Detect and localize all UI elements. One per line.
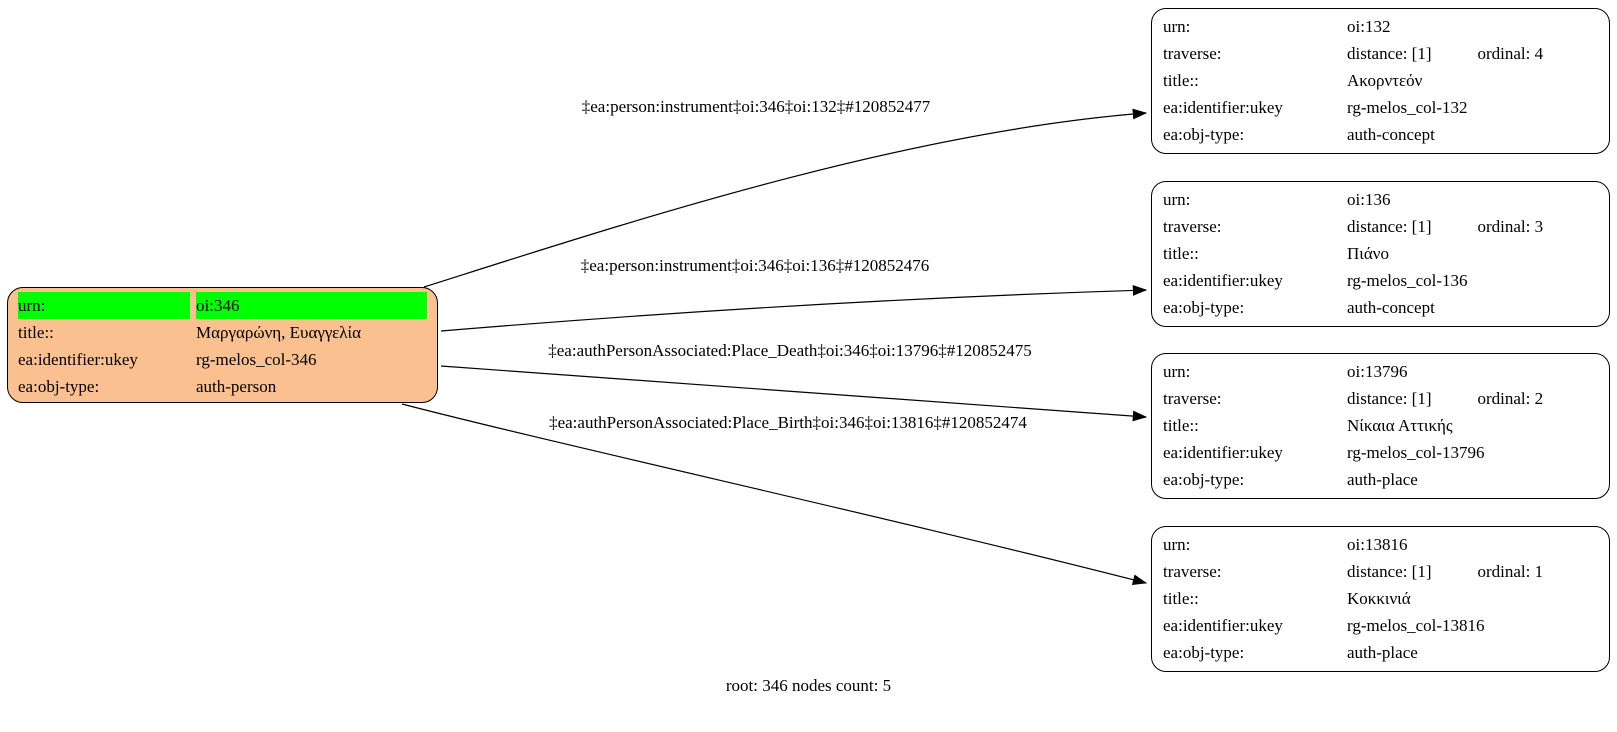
root-title-value: Μαργαρώνη, Ευαγγελία — [196, 323, 361, 342]
node-urn-label: urn: — [1163, 17, 1191, 36]
node-oi-132: urn: oi:132 traverse: distance: [1] ordi… — [1151, 8, 1610, 154]
node-distance: distance: [1] — [1347, 389, 1432, 408]
node-ukey-value: rg-melos_col-13816 — [1347, 616, 1485, 635]
node-urn-value: oi:13816 — [1347, 535, 1408, 554]
node-traverse-label: traverse: — [1163, 44, 1222, 63]
node-urn-value: oi:13796 — [1347, 362, 1408, 381]
node-objtype-value: auth-concept — [1347, 125, 1435, 144]
node-ukey-value: rg-melos_col-136 — [1347, 271, 1468, 290]
node-urn-label: urn: — [1163, 362, 1191, 381]
node-objtype-label: ea:obj-type: — [1163, 125, 1245, 144]
node-objtype-label: ea:obj-type: — [1163, 643, 1245, 662]
node-traverse-label: traverse: — [1163, 389, 1222, 408]
node-urn-value: oi:132 — [1347, 17, 1391, 36]
node-title-label: title:: — [1163, 71, 1199, 90]
node-oi-13816: urn: oi:13816 traverse: distance: [1] or… — [1151, 526, 1610, 672]
node-objtype-value: auth-place — [1347, 470, 1418, 489]
node-objtype-value: auth-concept — [1347, 298, 1435, 317]
node-ukey-label: ea:identifier:ukey — [1163, 443, 1283, 462]
node-title-value: Ακορντεόν — [1347, 71, 1423, 90]
graph-footer-label: root: 346 nodes count: 5 — [725, 676, 892, 695]
root-urn-label: urn: — [18, 292, 190, 319]
node-ukey-value: rg-melos_col-13796 — [1347, 443, 1485, 462]
node-ordinal: ordinal: 1 — [1477, 562, 1544, 581]
edge-label-instrument-oi132: ‡ea:person:instrument‡oi:346‡oi:132‡#120… — [581, 97, 931, 116]
node-ukey-label: ea:identifier:ukey — [1163, 616, 1283, 635]
node-traverse-label: traverse: — [1163, 217, 1222, 236]
node-title-value: Πιάνο — [1347, 244, 1389, 263]
root-ukey-value: rg-melos_col-346 — [196, 350, 317, 369]
root-objtype-value: auth-person — [196, 377, 277, 396]
edge-instrument-oi136 — [440, 285, 1148, 332]
node-title-label: title:: — [1163, 589, 1199, 608]
root-urn-value: oi:346 — [196, 292, 427, 319]
edge-place-death-oi13796 — [440, 365, 1148, 422]
node-distance: distance: [1] — [1347, 44, 1432, 63]
root-ukey-label: ea:identifier:ukey — [18, 350, 138, 369]
node-ukey-value: rg-melos_col-132 — [1347, 98, 1468, 117]
node-ordinal: ordinal: 3 — [1477, 217, 1544, 236]
edge-label-place-death: ‡ea:authPersonAssociated:Place_Death‡oi:… — [548, 341, 1032, 360]
node-distance: distance: [1] — [1347, 217, 1432, 236]
root-title-label: title:: — [18, 323, 54, 342]
node-objtype-label: ea:obj-type: — [1163, 470, 1245, 489]
node-oi-136: urn: oi:136 traverse: distance: [1] ordi… — [1151, 181, 1610, 327]
root-node-oi-346: urn: oi:346 title:: Μαργαρώνη, Ευαγγελία… — [7, 287, 438, 403]
node-ordinal: ordinal: 4 — [1477, 44, 1544, 63]
node-ukey-label: ea:identifier:ukey — [1163, 271, 1283, 290]
node-ukey-label: ea:identifier:ukey — [1163, 98, 1283, 117]
node-traverse-label: traverse: — [1163, 562, 1222, 581]
node-urn-label: urn: — [1163, 190, 1191, 209]
node-urn-value: oi:136 — [1347, 190, 1391, 209]
node-oi-13796: urn: oi:13796 traverse: distance: [1] or… — [1151, 353, 1610, 499]
node-title-value: Κοκκινιά — [1347, 589, 1411, 608]
node-objtype-label: ea:obj-type: — [1163, 298, 1245, 317]
node-ordinal: ordinal: 2 — [1477, 389, 1544, 408]
edge-instrument-oi132 — [423, 108, 1148, 288]
node-distance: distance: [1] — [1347, 562, 1432, 581]
root-objtype-label: ea:obj-type: — [18, 377, 100, 396]
node-objtype-value: auth-place — [1347, 643, 1418, 662]
edge-place-birth-oi13816 — [401, 403, 1148, 585]
node-urn-label: urn: — [1163, 535, 1191, 554]
edge-label-place-birth: ‡ea:authPersonAssociated:Place_Birth‡oi:… — [549, 413, 1027, 432]
edge-label-instrument-oi136: ‡ea:person:instrument‡oi:346‡oi:136‡#120… — [580, 256, 930, 275]
node-title-label: title:: — [1163, 416, 1199, 435]
node-title-value: Νίκαια Αττικής — [1347, 416, 1453, 435]
node-title-label: title:: — [1163, 244, 1199, 263]
